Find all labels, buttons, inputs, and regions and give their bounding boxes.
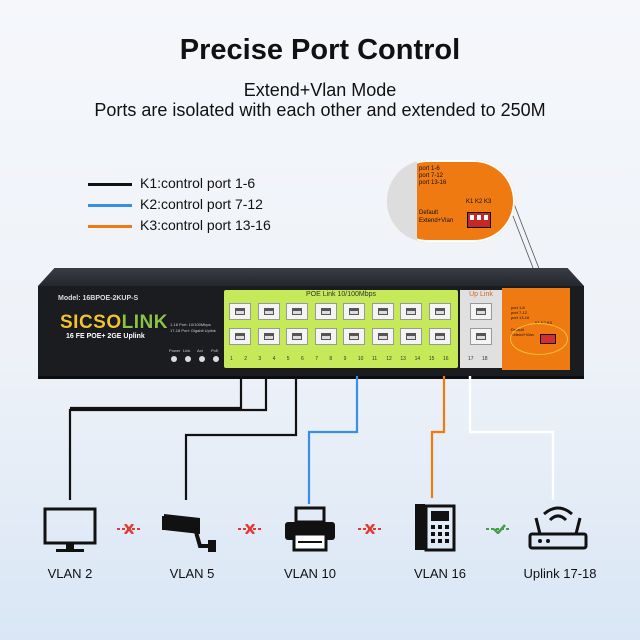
mini-dip-switch [540, 334, 556, 344]
brand-part-a: SICSO [60, 312, 122, 333]
k3-legend-line [88, 225, 132, 228]
port-number-label: 9 [343, 356, 347, 362]
ethernet-port [314, 328, 337, 345]
router-icon [528, 506, 588, 550]
inset-label-k2: port 7-12 [419, 173, 444, 179]
poe-panel-label: POE Link 10/100Mbps [305, 291, 377, 298]
description-subtitle: Ports are isolated with each other and e… [94, 100, 546, 120]
ethernet-port [371, 328, 394, 345]
phone-icon [415, 504, 456, 552]
port-number-label: 8 [329, 356, 333, 362]
ethernet-port [286, 303, 308, 320]
ethernet-port [343, 303, 365, 320]
inset-port-strip [387, 160, 417, 242]
led-legend-2: 17-18 Port: Gigabit Uplink [170, 328, 216, 333]
ethernet-port [371, 303, 394, 320]
port-number-label: 4 [272, 356, 276, 362]
led-legend-1: 1-16 Port: 10/100Mbps [170, 322, 211, 327]
dip-key-k3 [484, 215, 488, 220]
ethernet-port [428, 303, 451, 320]
brand-part-b: LINK [121, 312, 168, 333]
k2-legend-line [88, 204, 132, 207]
act-led [199, 356, 205, 362]
device-label-vlan2: VLAN 2 [47, 566, 93, 581]
mini-dip-port-13-16: port 13-16 [511, 315, 530, 320]
ethernet-port [286, 328, 308, 345]
dip-highlight-circle [510, 323, 568, 355]
uplink-port [470, 303, 492, 320]
led-legend: 1-16 Port: 10/100Mbps 17-18 Port: Gigabi… [170, 322, 216, 334]
device-label-vlan5: VLAN 5 [169, 566, 215, 581]
mini-dip-port-7-12: port 7-12 [511, 310, 528, 315]
port-number-label: 10 [357, 356, 364, 362]
ethernet-port [400, 303, 422, 320]
port-number-label: 5 [286, 356, 290, 362]
port-number-label: 14 [414, 356, 421, 362]
k1-legend-line [88, 183, 132, 186]
k1-legend-text: K1:control port 1-6 [140, 175, 256, 191]
allowed-icon [486, 524, 510, 534]
ethernet-port [314, 303, 337, 320]
camera-icon [162, 514, 216, 552]
mini-dip-keys: K1 K2 K3 [535, 320, 552, 325]
led-label-act: Act [197, 348, 203, 353]
power-led [171, 356, 177, 362]
ethernet-port [400, 328, 422, 345]
switch-top [38, 268, 584, 286]
ethernet-port [229, 328, 251, 345]
ethernet-port [343, 328, 365, 345]
uplink-port [470, 328, 492, 345]
port-number-label: 6 [301, 356, 304, 362]
led-label-link: Link [183, 348, 191, 353]
port-number-label: 15 [428, 356, 435, 362]
dip-switch-inset: port 1-6 port 7-12 port 13-16 K1 K2 K3 D… [387, 160, 515, 242]
port-number-label: 16 [443, 356, 449, 362]
device-label-vlan10: VLAN 10 [283, 566, 337, 581]
ethernet-port [257, 328, 280, 345]
k3-legend-text: K3:control port 13-16 [140, 217, 271, 233]
port-number-label: 11 [372, 356, 378, 362]
port-number-label: 12 [386, 356, 392, 362]
ethernet-port [428, 328, 451, 345]
port-number-label: 7 [315, 356, 318, 362]
blocked-icon [358, 524, 382, 534]
blocked-icon [117, 524, 141, 534]
led-label-poe: PoE [211, 348, 219, 353]
mini-dip-port-1-6: port 1-6 [511, 305, 525, 310]
dip-switch [467, 212, 491, 228]
monitor-icon [43, 507, 97, 552]
port-number-label: 3 [258, 356, 262, 362]
port-number-label: 18 [482, 356, 488, 362]
blocked-icon [238, 524, 262, 534]
brand-subtitle: 16 FE POE+ 2GE Uplink [66, 333, 145, 340]
inset-mode-extend: Extend+Vlan [419, 218, 454, 224]
dip-key-k1 [470, 215, 474, 220]
inset-port-labels: port 1-6 port 7-12 port 13-16 [419, 166, 446, 187]
dip-key-k2 [477, 215, 481, 220]
mode-subtitle: Extend+Vlan Mode [243, 80, 397, 100]
brand-logo: SICSOLINK [60, 312, 168, 334]
printer-icon [285, 506, 335, 552]
link-led [185, 356, 191, 362]
poe-led [213, 356, 219, 362]
port-number-label: 1 [230, 356, 233, 362]
ethernet-port [257, 303, 280, 320]
ethernet-port [229, 303, 251, 320]
device-label-uplink: Uplink 17-18 [523, 566, 597, 581]
page-title: Precise Port Control [179, 34, 461, 66]
port-number-label: 17 [468, 356, 474, 362]
uplink-panel-label: Up Link [469, 291, 493, 298]
k2-legend-text: K2:control port 7-12 [140, 196, 263, 212]
led-label-power: Power [169, 348, 181, 353]
inset-mode-default: Default [419, 210, 439, 216]
inset-label-k3: port 13-16 [419, 180, 447, 186]
device-label-vlan16: VLAN 16 [413, 566, 467, 581]
model-label: Model: 16BPOE-2KUP-S [58, 295, 139, 302]
inset-key-labels: K1 K2 K3 [466, 199, 492, 205]
inset-mode-labels: Default Extend+Vlan [419, 209, 453, 225]
port-number-label: 2 [244, 356, 247, 362]
port-number-label: 13 [400, 356, 406, 362]
inset-label-k1: port 1-6 [419, 166, 440, 172]
